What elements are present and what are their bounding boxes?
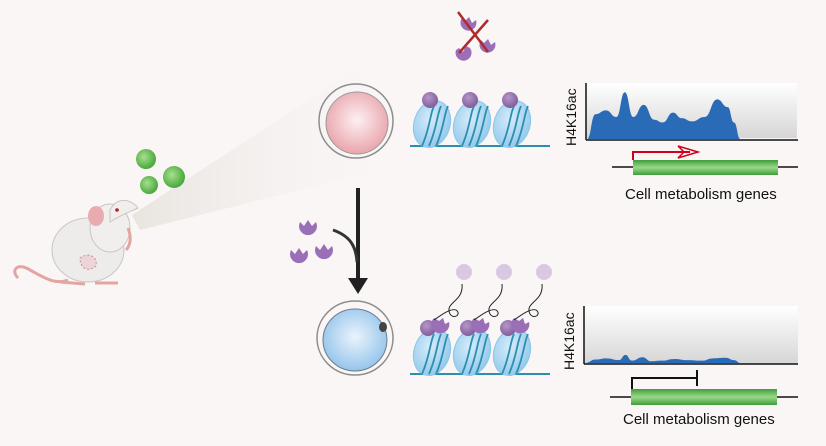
nucleosome (412, 92, 452, 148)
released-acetyl-mark (456, 264, 472, 280)
pollen-particle (136, 149, 156, 169)
tss-blocked (631, 377, 697, 389)
cell-top (318, 83, 394, 159)
acetyl-mark (502, 92, 518, 108)
enzyme-bound (471, 318, 490, 334)
h4k16ac-signal-top (587, 92, 797, 139)
enzyme-bound (431, 318, 450, 334)
nucleosomes-bottom (410, 264, 552, 376)
acetyl-mark (422, 92, 438, 108)
nucleosome (492, 318, 532, 376)
enzyme (315, 244, 333, 260)
enzyme (299, 220, 317, 236)
histone-tail (473, 283, 503, 321)
gene-label-top: Cell metabolism genes (625, 186, 777, 203)
cross-mark (457, 11, 489, 53)
gene-body-top (633, 160, 778, 175)
gene-body-bottom (631, 389, 777, 405)
nucleosome (452, 318, 492, 376)
gene-label-bottom: Cell metabolism genes (623, 411, 775, 428)
nucleosome (452, 92, 492, 148)
enzymes-free (290, 220, 333, 264)
released-acetyl-mark (496, 264, 512, 280)
histone-tail (433, 283, 463, 321)
chart-top (585, 83, 798, 175)
pollen-particle (163, 166, 185, 188)
acetyl-mark (462, 92, 478, 108)
tss-arrow-active (632, 151, 690, 160)
nucleosome (412, 318, 452, 376)
nucleosome (492, 92, 532, 148)
ylabel-top: H4K16ac (563, 88, 579, 146)
enzyme-bound (511, 318, 530, 334)
chart-bottom (583, 306, 798, 405)
cell-bottom (316, 300, 394, 376)
mouse-illustration (13, 199, 139, 286)
ylabel-bottom: H4K16ac (561, 312, 577, 370)
h4k16ac-signal-bottom (585, 354, 798, 363)
enzymes-crossed (455, 11, 496, 61)
pollen-particle (140, 176, 158, 194)
released-acetyl-mark (536, 264, 552, 280)
pollen-particles (136, 149, 185, 194)
enzyme (290, 248, 308, 264)
light-beam (132, 70, 420, 230)
transition-arrow (332, 188, 368, 294)
nucleosomes-top (410, 92, 550, 148)
histone-tail (513, 283, 543, 321)
